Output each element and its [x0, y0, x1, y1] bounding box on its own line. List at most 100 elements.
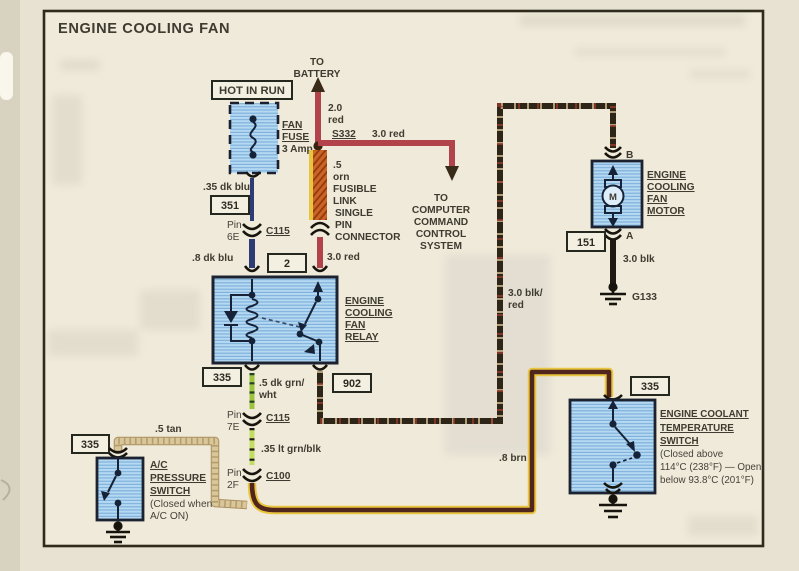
fuse-terminal-dot [249, 115, 257, 123]
code-351: 351 [221, 200, 239, 212]
wire-label-30red-top: 3.0 red [372, 129, 405, 140]
connector-icon [310, 221, 330, 229]
diode-icon [224, 311, 238, 323]
temp-switch-name-1: ENGINE COOLANT [660, 409, 749, 420]
terminal-a-label: A [626, 231, 634, 242]
wire-hatch-overlay [114, 437, 248, 509]
arrowhead-icon [608, 218, 618, 227]
wire-label-red: red [328, 115, 344, 126]
hot-in-run-box [211, 80, 293, 100]
computer-branch: 3.0 red TO COMPUTER COMMAND CONTROL SYST… [318, 129, 471, 252]
code-335-ac: 335 [81, 439, 99, 451]
junction-dot [314, 295, 322, 303]
wire-flare-icon [243, 265, 261, 273]
relay-name-4: RELAY [345, 332, 379, 343]
code-box-335-ac [71, 434, 110, 454]
ac-switch-note-1: (Closed when [150, 499, 212, 510]
wire-label-8dkblu: .8 dk blu [192, 253, 233, 264]
wire-flare-icon [243, 364, 261, 371]
arrowhead-icon [298, 322, 307, 332]
page-edge-shade [0, 0, 20, 571]
fusible-link: .5 orn FUSIBLE LINK SINGLE PIN CONNECTOR… [309, 150, 401, 273]
code-box-902 [332, 373, 372, 393]
wire-label-35ltgrnblk: .35 lt grn/blk [261, 444, 321, 455]
to-computer-line-3: COMMAND [414, 217, 468, 228]
connector-icon [108, 447, 128, 454]
fusible-link-band [313, 150, 327, 220]
code-box-351 [210, 195, 250, 215]
connector-icon [605, 488, 621, 495]
connector-icon [244, 171, 262, 178]
contact-dot [609, 461, 617, 469]
code-335-relay: 335 [213, 372, 231, 384]
code-box-335-relay [202, 367, 242, 387]
connector-icon [603, 482, 623, 489]
engine-cooling-fan-motor: B M ENGINE COOLING FAN MOTOR A 151 3.0 b… [566, 146, 695, 306]
ac-switch-name-1: A/C [150, 460, 168, 471]
code-box-151 [566, 231, 606, 252]
connector-c115-upper-label: C115 [266, 226, 290, 237]
arrowhead-icon [626, 441, 635, 452]
fusible-link-yellow-stripe [309, 150, 316, 220]
to-computer-line-5: SYSTEM [420, 241, 462, 252]
to-computer-line-1: TO [434, 193, 448, 204]
motor-name-1: ENGINE [647, 170, 686, 181]
hot-in-run-label: HOT IN RUN [219, 85, 285, 97]
pin-7e-line-2: 7E [227, 422, 240, 433]
blk-red-run: 902 3.0 blk/ red [317, 103, 616, 424]
wire-label-35dkblu: .35 dk blu [203, 182, 250, 193]
code-2: 2 [284, 258, 290, 270]
temp-switch-note-2: 114°C (238°F) — Open [660, 462, 761, 473]
ac-switch-name-3: SWITCH [150, 486, 190, 497]
connector-icon [242, 230, 262, 238]
contact-link [299, 333, 318, 342]
ac-switch-box [95, 456, 145, 522]
connector-icon [604, 152, 622, 159]
motor-name-4: MOTOR [647, 206, 685, 217]
motor-name-2: COOLING [647, 182, 695, 193]
connector-icon [242, 468, 262, 476]
relay-coil-icon [245, 298, 259, 339]
temp-switch-name-2: TEMPERATURE [660, 423, 734, 434]
ac-switch-name-2: PRESSURE [150, 473, 206, 484]
connector-icon [242, 412, 262, 420]
pin-2f-line-2: 2F [227, 480, 239, 491]
connector-icon [310, 228, 330, 236]
ac-pressure-switch: 335 A/C PRESSURE SWITCH (Closed when A/C… [71, 434, 212, 544]
dk-blu-run: .35 dk blu 351 Pin 6E C115 .8 dk blu 2 [192, 178, 307, 273]
terminal-b-label: B [626, 150, 633, 161]
wire-label-5tan: .5 tan [155, 424, 182, 435]
arrowhead-icon [311, 77, 325, 92]
contact-dot [114, 499, 122, 507]
pin-6e-line-2: 6E [227, 232, 240, 243]
connector-icon [242, 475, 262, 483]
temp-switch-note-1: (Closed above [660, 449, 724, 460]
fuse-terminal-dot [249, 151, 257, 159]
motor-letter: M [609, 192, 617, 203]
coolant-temp-switch: 335 ENGINE COOLANT TEMPERATURE SWITCH (C… [568, 376, 761, 519]
to-computer-line-4: CONTROL [416, 229, 466, 240]
connector-icon [242, 419, 262, 427]
splice-s332-label: S332 [332, 129, 356, 140]
relay-name-3: FAN [345, 320, 365, 331]
wire-label-30blkred-1: 3.0 blk/ [508, 288, 543, 299]
switch-arm-icon [614, 426, 631, 445]
fusible-line-6: PIN [335, 220, 352, 231]
pin-6e-line-1: Pin [227, 220, 242, 231]
wire-flare-icon [311, 364, 329, 371]
fusible-line-2: orn [333, 172, 349, 183]
wire-label-30blkred-2: red [508, 300, 524, 311]
contact-dot [315, 338, 323, 346]
relay-name-1: ENGINE [345, 296, 384, 307]
wire-label-5dkgrnwht-1: .5 dk grn/ [259, 378, 304, 389]
ground-g133-label: G133 [632, 292, 657, 303]
connector-icon [604, 234, 622, 241]
wire-.8-brn [249, 369, 612, 513]
engine-cooling-fan-relay: ENGINE COOLING FAN RELAY [211, 275, 393, 371]
connector-icon [604, 228, 622, 235]
tan-run: .5 tan [113, 424, 248, 510]
temp-switch-name-3: SWITCH [660, 436, 699, 447]
